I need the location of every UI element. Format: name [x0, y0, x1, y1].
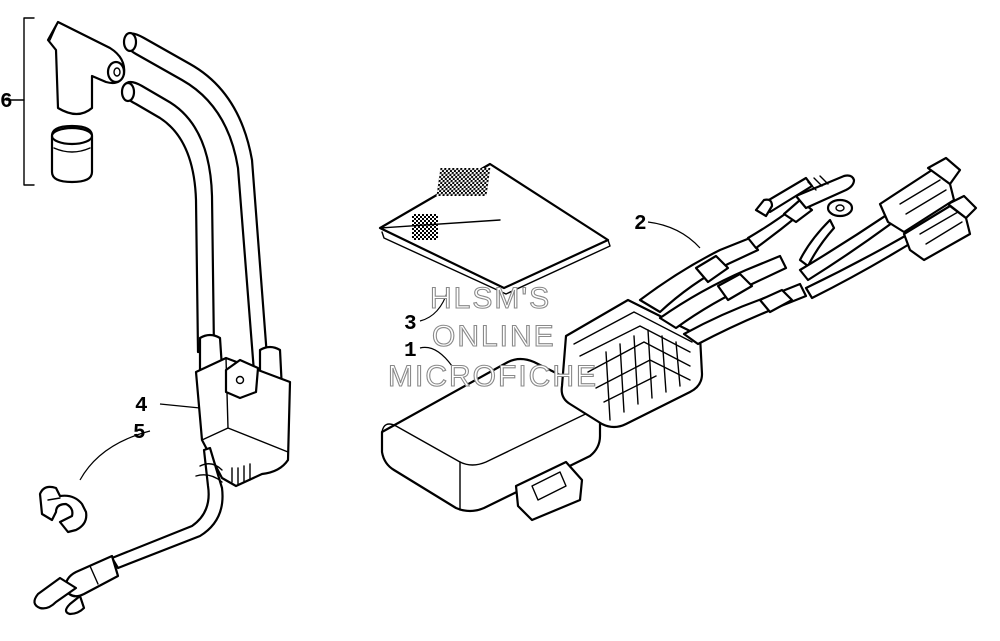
callout-1: 1 [404, 340, 417, 363]
control-module-part [380, 357, 602, 522]
watermark-line-3: MICROFICHE [388, 360, 598, 393]
ignition-coil-part [33, 31, 292, 616]
watermark-line-2: ONLINE [432, 320, 556, 353]
watermark-line-1: HLSM'S [430, 282, 551, 315]
callout-3: 3 [404, 313, 417, 336]
callout-4: 4 [135, 395, 148, 418]
leader-lines [79, 221, 701, 481]
callout-5: 5 [133, 422, 146, 445]
spark-plug-cap-part [5, 17, 126, 186]
callout-labels: 1 2 3 4 5 6 [0, 91, 647, 445]
wiring-harness-part [560, 156, 978, 429]
callout-6: 6 [0, 91, 13, 114]
circuit-card-part [378, 162, 611, 295]
callout-2: 2 [634, 213, 647, 236]
wire-clamp-part [38, 485, 88, 534]
watermark: HLSM'S ONLINE MICROFICHE [387, 281, 598, 393]
